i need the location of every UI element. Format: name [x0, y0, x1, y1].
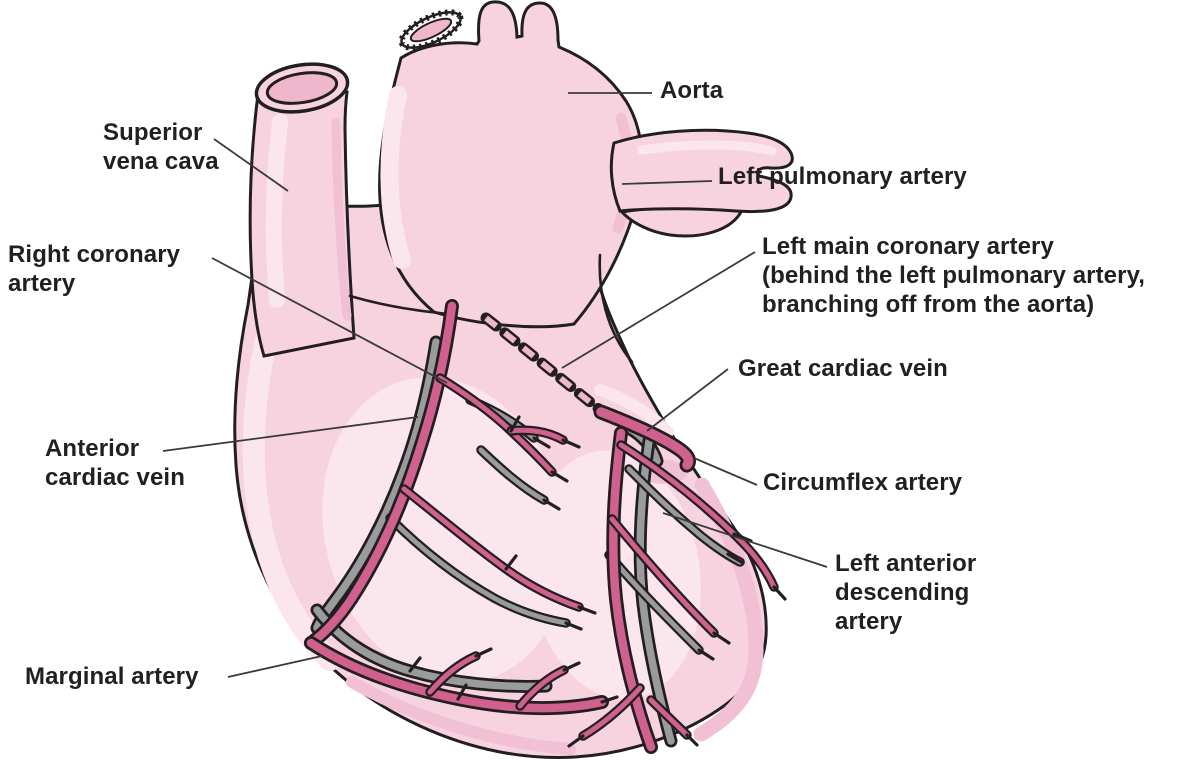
label-anterior-cardiac-vein: Anterior cardiac vein	[45, 435, 185, 492]
leader-line-great-cardiac-vein	[646, 368, 729, 432]
label-marginal-artery: Marginal artery	[25, 663, 199, 690]
aorta-vessel	[378, 0, 644, 329]
label-left-pulmonary-artery: Left pulmonary artery	[718, 163, 967, 190]
label-circumflex-artery: Circumflex artery	[763, 469, 963, 496]
heart-body	[233, 194, 768, 759]
vessel-twigs	[408, 415, 787, 748]
leader-line-superior-vena-cava	[213, 138, 289, 192]
left-pulmonary-artery-vessel	[609, 128, 794, 214]
leader-line-left-pulmonary-artery	[621, 180, 713, 185]
atrium-groove-contour	[348, 294, 450, 316]
label-right-coronary-artery: Right coronary artery	[8, 241, 181, 298]
label-left-anterior-descending-artery: Left anterior descending artery	[835, 550, 977, 636]
leader-line-anterior-cardiac-vein	[162, 416, 419, 452]
leader-line-left-main-coronary-artery	[561, 251, 756, 369]
leader-line-right-coronary-artery	[211, 257, 448, 384]
leader-line-circumflex-artery	[693, 457, 758, 486]
label-superior-vena-cava: Superior vena cava	[103, 119, 219, 176]
label-aorta: Aorta	[660, 77, 724, 104]
leader-line-left-anterior-descending	[662, 512, 828, 568]
atrium-edge-contour	[598, 253, 634, 364]
label-left-main-coronary-artery: Left main coronary artery (behind the le…	[762, 233, 1146, 319]
leader-line-marginal-artery	[227, 655, 323, 678]
label-great-cardiac-vein: Great cardiac vein	[738, 355, 948, 382]
superior-vena-cava-vessel	[248, 62, 356, 358]
